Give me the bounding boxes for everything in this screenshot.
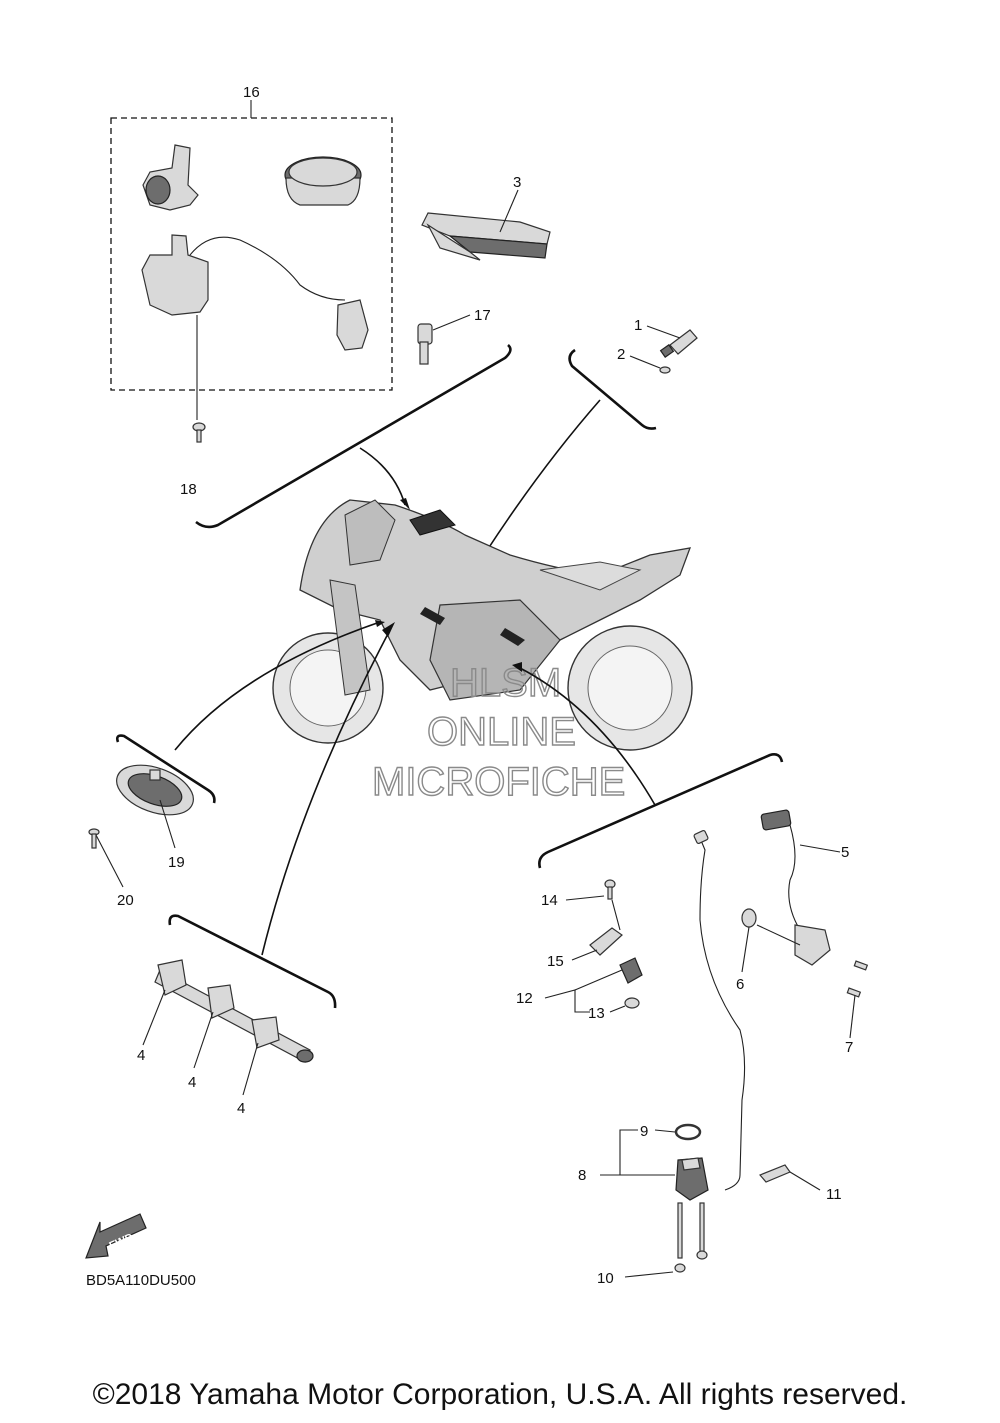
bracket-15-part bbox=[589, 927, 623, 956]
callout-14: 14 bbox=[541, 892, 558, 909]
key-17-part bbox=[417, 323, 433, 365]
callout-8: 8 bbox=[578, 1167, 586, 1184]
o-ring-9-part bbox=[674, 1123, 702, 1141]
bolt-20-part bbox=[88, 828, 100, 849]
sensor-1-part bbox=[659, 329, 698, 358]
screw-18-part bbox=[192, 422, 206, 443]
bolt-10-part bbox=[674, 1202, 708, 1273]
bracket-sensors bbox=[538, 753, 784, 869]
sensor-5-part bbox=[760, 809, 831, 966]
callout-4a: 4 bbox=[137, 1047, 145, 1064]
callout-16: 16 bbox=[243, 84, 260, 101]
washer-2-part bbox=[659, 366, 671, 374]
copyright-notice: ©2018 Yamaha Motor Corporation, U.S.A. A… bbox=[92, 1378, 908, 1411]
callout-17: 17 bbox=[474, 307, 491, 324]
injector-rail-4-part bbox=[154, 959, 314, 1063]
callout-1: 1 bbox=[634, 317, 642, 334]
callout-4c: 4 bbox=[237, 1100, 245, 1117]
sensor-12-part bbox=[619, 957, 643, 984]
callout-12: 12 bbox=[516, 990, 533, 1007]
watermark-line-1: HLSM bbox=[450, 661, 561, 705]
bracket-upper-left bbox=[195, 344, 512, 529]
bolt-7-part bbox=[846, 960, 869, 998]
clamp-11-part bbox=[758, 1164, 791, 1183]
o-ring-6-part bbox=[741, 908, 757, 928]
callout-6: 6 bbox=[736, 976, 744, 993]
bracket-injectors bbox=[168, 914, 337, 1009]
fwd-arrow-icon: FWD bbox=[85, 1213, 147, 1259]
callout-5: 5 bbox=[841, 844, 849, 861]
callout-10: 10 bbox=[597, 1270, 614, 1287]
callout-4b: 4 bbox=[188, 1074, 196, 1091]
motorcycle-illustration bbox=[272, 499, 693, 751]
o-ring-13-part bbox=[624, 997, 640, 1009]
sensor-8-part bbox=[675, 1157, 709, 1201]
watermark: HLSM ONLINE MICROFICHE bbox=[371, 660, 626, 804]
bolt-14-part bbox=[604, 879, 616, 900]
callout-15: 15 bbox=[547, 953, 564, 970]
bracket-lower-left bbox=[115, 734, 216, 804]
seat-lock-assembly-part bbox=[141, 234, 369, 351]
callout-18: 18 bbox=[180, 481, 197, 498]
watermark-line-2: ONLINE bbox=[427, 710, 576, 754]
callout-13: 13 bbox=[588, 1005, 605, 1022]
callout-7: 7 bbox=[845, 1039, 853, 1056]
horn-19-part bbox=[116, 764, 194, 816]
callout-9: 9 bbox=[640, 1123, 648, 1140]
callout-20: 20 bbox=[117, 892, 134, 909]
diagram-reference-code: BD5A110DU500 bbox=[86, 1272, 196, 1289]
tank-cap-lock-part bbox=[284, 156, 362, 206]
callout-11: 11 bbox=[826, 1186, 842, 1203]
watermark-line-3: MICROFICHE bbox=[372, 760, 625, 804]
ecu-3-part bbox=[421, 212, 551, 261]
callout-3: 3 bbox=[513, 174, 521, 191]
ignition-switch-part bbox=[142, 144, 199, 211]
callout-19: 19 bbox=[168, 854, 185, 871]
bracket-upper-right bbox=[568, 348, 657, 430]
callout-2: 2 bbox=[617, 346, 625, 363]
